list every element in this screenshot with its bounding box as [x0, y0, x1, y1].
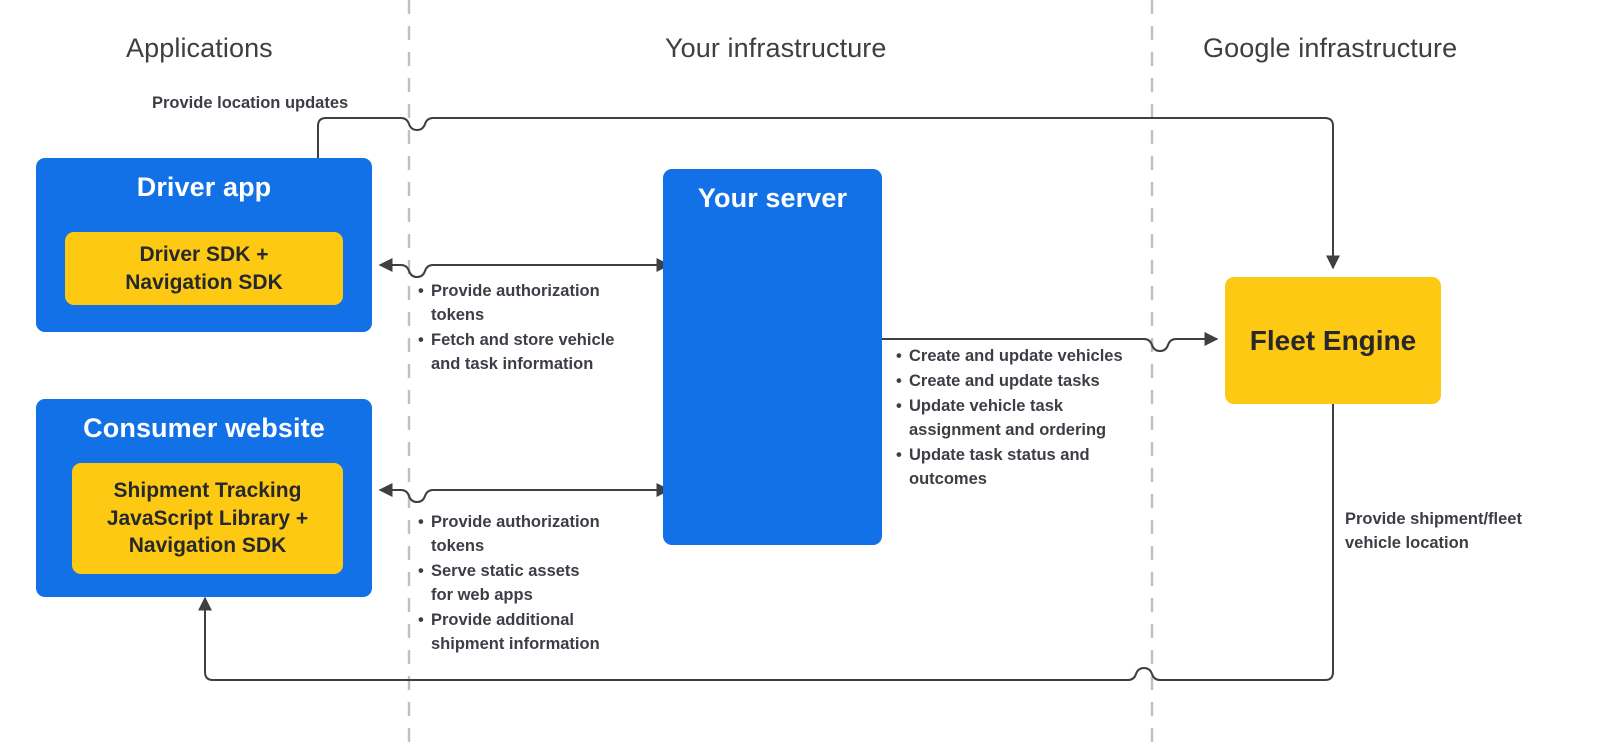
list-item: Fetch and store vehicle and task informa…: [418, 329, 653, 377]
edge-driver-app-to-server: [378, 258, 671, 278]
edge-bullets-consumer-website-to-server: Provide authorization tokens Serve stati…: [418, 511, 653, 658]
zone-title-applications: Applications: [126, 33, 273, 63]
node-your-server-title: Your server: [697, 183, 848, 213]
chip-shipment-tracking-js-library[interactable]: Shipment Tracking JavaScript Library + N…: [72, 463, 343, 574]
node-your-server[interactable]: Your server: [663, 169, 882, 545]
list-item: Serve static assets for web apps: [418, 560, 653, 608]
node-consumer-website-title: Consumer website: [83, 413, 325, 443]
list-item: Provide additional shipment information: [418, 609, 653, 657]
edge-bullets-driver-app-to-server: Provide authorization tokens Fetch and s…: [418, 280, 653, 378]
node-driver-app-title: Driver app: [136, 172, 272, 202]
edge-consumer-website-to-server: [378, 483, 671, 503]
list-item: Create and update tasks: [896, 370, 1152, 394]
edge-label-provide-shipment-fleet-vehicle-location: Provide shipment/fleet vehicle location: [1345, 510, 1522, 552]
zone-title-your-infrastructure: Your infrastructure: [665, 33, 887, 63]
list-item: Update task status and outcomes: [896, 444, 1152, 492]
list-item: Update vehicle task assignment and order…: [896, 395, 1152, 443]
chip-driver-sdk-navigation-sdk[interactable]: Driver SDK + Navigation SDK: [65, 232, 343, 305]
edge-bullets-server-to-fleet-engine: Create and update vehicles Create and up…: [896, 345, 1152, 493]
node-fleet-engine[interactable]: Fleet Engine: [1225, 277, 1441, 404]
list-item: Create and update vehicles: [896, 345, 1152, 369]
zone-title-google-infrastructure: Google infrastructure: [1203, 33, 1458, 63]
list-item: Provide authorization tokens: [418, 280, 653, 328]
node-fleet-engine-title: Fleet Engine: [1249, 324, 1417, 356]
edge-label-provide-location-updates: Provide location updates: [152, 94, 349, 112]
list-item: Provide authorization tokens: [418, 511, 653, 559]
